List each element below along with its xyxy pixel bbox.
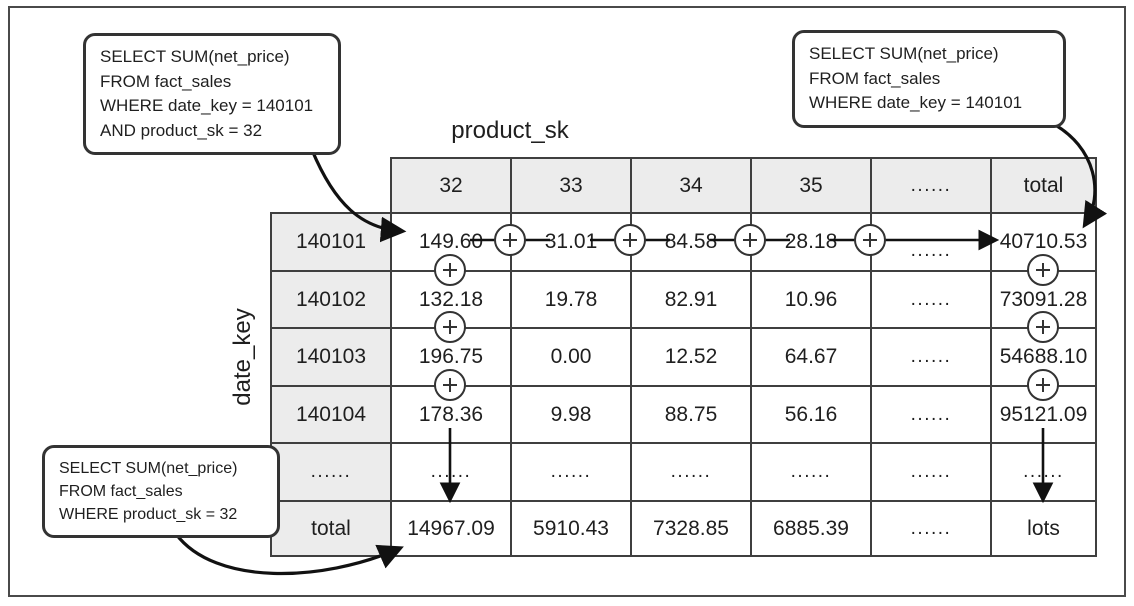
sql-line: WHERE date_key = 140101 [809, 93, 1023, 112]
data-cell: 28.18 [750, 212, 870, 270]
data-cell: ...... [870, 500, 990, 557]
data-cell: 19.78 [510, 270, 630, 327]
data-cell: ...... [870, 327, 990, 385]
data-cell: 82.91 [630, 270, 750, 327]
data-cell: 196.75 [390, 327, 510, 385]
data-cell: 95121.09 [990, 385, 1097, 442]
sql-line: AND product_sk = 32 [100, 120, 263, 140]
sql-line: FROM fact_sales [100, 71, 232, 91]
row-header-cell: ...... [270, 442, 390, 500]
sql-line: SELECT SUM(net_price) [809, 44, 999, 63]
callout-column-sum: SELECT SUM(net_price) FROM fact_sales WH… [42, 445, 280, 538]
callout-cell-sum: SELECT SUM(net_price) FROM fact_sales WH… [83, 33, 341, 155]
sql-line: SELECT SUM(net_price) [59, 460, 238, 477]
data-cell: 0.00 [510, 327, 630, 385]
data-cell: 9.98 [510, 385, 630, 442]
data-cell: 54688.10 [990, 327, 1097, 385]
column-header-cell: 33 [510, 157, 630, 212]
data-cell: ...... [870, 212, 990, 270]
data-cell: 73091.28 [990, 270, 1097, 327]
data-cell: ...... [630, 442, 750, 500]
data-cell: ...... [990, 442, 1097, 500]
data-cell: 5910.43 [510, 500, 630, 557]
data-cell: ...... [390, 442, 510, 500]
sql-line: WHERE product_sk = 32 [59, 506, 238, 523]
data-cell: ...... [870, 385, 990, 442]
column-header-cell: 34 [630, 157, 750, 212]
data-cell: 149.60 [390, 212, 510, 270]
data-cell: 7328.85 [630, 500, 750, 557]
column-header-cell: total [990, 157, 1097, 212]
data-cell: 12.52 [630, 327, 750, 385]
callout-row-sum: SELECT SUM(net_price) FROM fact_sales WH… [792, 30, 1066, 128]
row-header-cell: 140103 [270, 327, 390, 385]
column-header-cell: 35 [750, 157, 870, 212]
date-key-axis-label: date_key [229, 308, 256, 406]
row-header-cell: 140101 [270, 212, 390, 270]
data-cell: lots [990, 500, 1097, 557]
data-cell: 10.96 [750, 270, 870, 327]
corner-cell [270, 157, 390, 212]
row-header-cell: 140104 [270, 385, 390, 442]
data-cell: 31.01 [510, 212, 630, 270]
data-cell: 56.16 [750, 385, 870, 442]
data-cell: 14967.09 [390, 500, 510, 557]
data-cell: 6885.39 [750, 500, 870, 557]
data-cell: 40710.53 [990, 212, 1097, 270]
product-sk-axis-label: product_sk [451, 117, 569, 144]
data-cell: 178.36 [390, 385, 510, 442]
sql-line: FROM fact_sales [59, 483, 183, 500]
data-cell: 64.67 [750, 327, 870, 385]
sql-line: FROM fact_sales [809, 68, 941, 88]
column-header-cell: ...... [870, 157, 990, 212]
data-cell: ...... [870, 270, 990, 327]
sql-line: WHERE date_key = 140101 [100, 96, 314, 115]
data-cell: ...... [510, 442, 630, 500]
data-cell: 84.58 [630, 212, 750, 270]
data-cell: 88.75 [630, 385, 750, 442]
sql-line: SELECT SUM(net_price) [100, 47, 290, 66]
data-cell: ...... [750, 442, 870, 500]
row-header-cell: 140102 [270, 270, 390, 327]
data-cell: 132.18 [390, 270, 510, 327]
column-header-cell: 32 [390, 157, 510, 212]
row-header-cell: total [270, 500, 390, 557]
data-cell: ...... [870, 442, 990, 500]
